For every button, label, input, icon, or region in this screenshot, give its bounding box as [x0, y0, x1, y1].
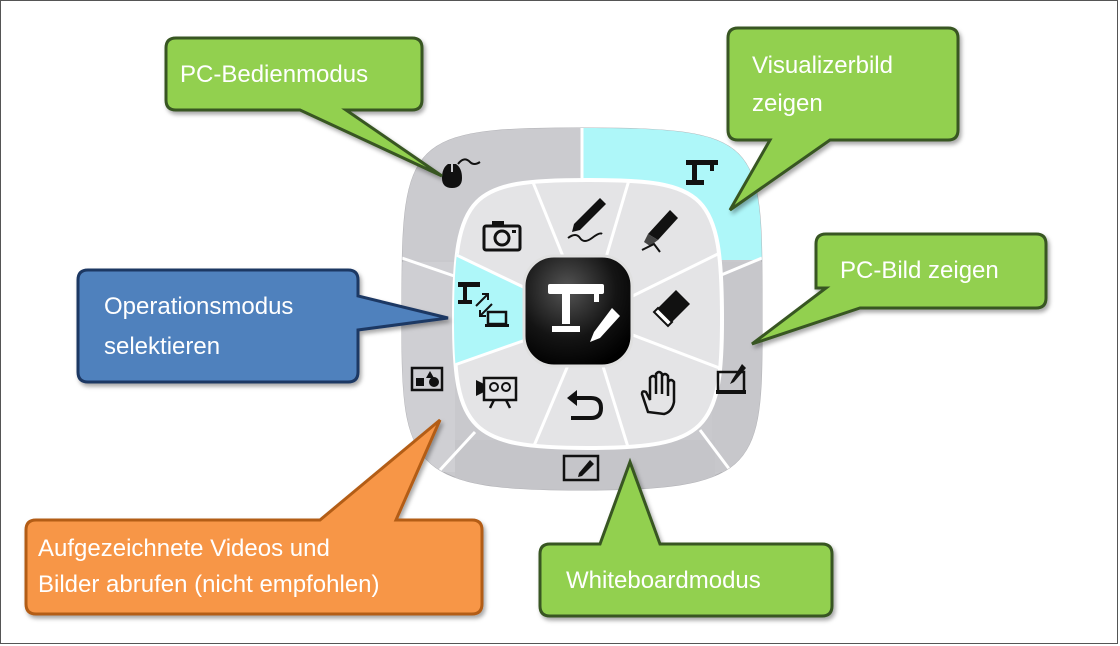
eraser-icon[interactable]	[652, 290, 690, 328]
callout-operation	[76, 268, 449, 384]
pen-icon[interactable]	[567, 198, 606, 242]
callout-operation-line-1: Operationsmodus	[104, 293, 293, 320]
callout-pc-control	[164, 36, 443, 178]
callout-pc-image-shape	[751, 232, 1048, 346]
callout-recorded-line-2: Bilder abrufen (nicht empfohlen)	[38, 571, 380, 598]
callout-recorded	[24, 418, 484, 616]
hand-icon[interactable]	[640, 370, 676, 416]
center-mode-button[interactable]	[522, 254, 634, 368]
callout-whiteboard	[538, 457, 834, 618]
callout-visualizer-shape	[726, 26, 960, 212]
operation-mode-icon[interactable]	[458, 282, 509, 327]
callout-recorded-shape	[24, 418, 484, 616]
document-camera-pen-icon	[548, 284, 620, 342]
callout-whiteboard-line-1: Whiteboardmodus	[566, 567, 761, 594]
whiteboard-icon[interactable]	[562, 454, 600, 482]
callout-pc-control-text: PC-Bedienmodus	[180, 61, 368, 88]
callout-visualizer-line-1: Visualizerbild	[752, 52, 893, 79]
callout-whiteboard-text: Whiteboardmodus	[566, 567, 761, 594]
radial-menu	[401, 127, 763, 491]
undo-icon[interactable]	[567, 390, 604, 420]
document-camera-icon[interactable]	[686, 160, 718, 185]
camera-icon[interactable]	[482, 221, 522, 252]
callout-pc-image-line-1: PC-Bild zeigen	[840, 257, 999, 284]
callout-pc-image-text: PC-Bild zeigen	[840, 257, 999, 284]
callout-pc-image	[751, 232, 1048, 346]
pen-tablet-icon[interactable]	[716, 364, 746, 394]
callout-recorded-text: Aufgezeichnete Videos und Bilder abrufen…	[38, 535, 380, 598]
callout-visualizer-line-2: zeigen	[752, 90, 823, 117]
callout-pc-control-shape	[164, 36, 443, 178]
mouse-icon[interactable]	[442, 158, 481, 188]
callout-operation-text: Operationsmodus selektieren	[104, 293, 300, 360]
callout-recorded-line-1: Aufgezeichnete Videos und	[38, 535, 330, 562]
callout-visualizer	[726, 26, 960, 212]
video-icon[interactable]	[476, 376, 518, 409]
callout-visualizer-text: Visualizerbild zeigen	[752, 52, 900, 117]
callout-operation-shape	[76, 268, 449, 384]
operation-mode-segment[interactable]	[450, 250, 588, 368]
media-icon[interactable]	[410, 366, 444, 392]
callout-operation-line-2: selektieren	[104, 333, 220, 360]
callout-pc-control-line-1: PC-Bedienmodus	[180, 61, 368, 88]
highlighter-icon[interactable]	[641, 210, 678, 253]
callout-whiteboard-shape	[538, 457, 834, 618]
